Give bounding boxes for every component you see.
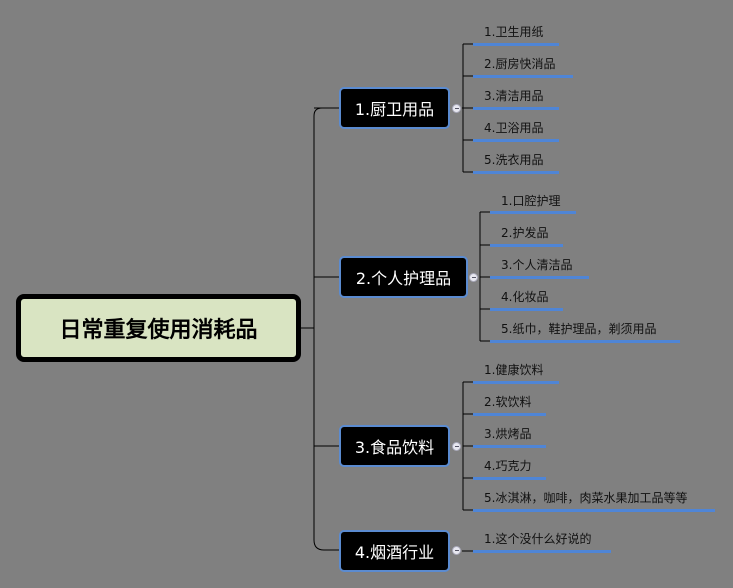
subtopic-underline — [473, 477, 546, 480]
subtopic[interactable]: 1.这个没什么好说的 — [484, 532, 592, 546]
subtopic[interactable]: 4.巧克力 — [484, 459, 532, 473]
collapse-icon[interactable] — [452, 442, 461, 451]
subtopic-underline — [490, 211, 576, 214]
subtopic-underline — [473, 445, 546, 448]
subtopic[interactable]: 1.健康饮料 — [484, 363, 544, 377]
subtopic-underline — [490, 244, 563, 247]
subtopic[interactable]: 4.化妆品 — [501, 290, 549, 304]
collapse-icon[interactable] — [452, 104, 461, 113]
branch-topic-label: 2.个人护理品 — [355, 269, 452, 288]
subtopic[interactable]: 5.纸巾，鞋护理品，剃须用品 — [501, 322, 657, 336]
subtopic-underline — [473, 381, 559, 384]
subtopic-underline — [473, 139, 559, 142]
subtopic-underline — [490, 340, 680, 343]
subtopic[interactable]: 3.烘烤品 — [484, 427, 532, 441]
subtopic[interactable]: 3.清洁用品 — [484, 89, 544, 103]
subtopic-underline — [473, 509, 715, 512]
subtopic[interactable]: 5.冰淇淋，咖啡，肉菜水果加工品等等 — [484, 491, 688, 505]
branch-topic-label: 3.食品饮料 — [354, 438, 435, 457]
subtopic-underline — [490, 276, 589, 279]
branch-topic-3[interactable]: 3.食品饮料 — [339, 425, 450, 467]
subtopic-underline — [473, 171, 559, 174]
subtopic-underline — [473, 75, 573, 78]
subtopic[interactable]: 1.卫生用纸 — [484, 25, 544, 39]
subtopic[interactable]: 3.个人清洁品 — [501, 258, 573, 272]
branch-topic-2[interactable]: 2.个人护理品 — [339, 256, 468, 298]
subtopic-underline — [473, 43, 559, 46]
subtopic[interactable]: 2.护发品 — [501, 226, 549, 240]
subtopic[interactable]: 2.厨房快消品 — [484, 57, 556, 71]
subtopic-underline — [473, 107, 559, 110]
subtopic-underline — [473, 550, 611, 553]
subtopic-underline — [490, 308, 563, 311]
root-topic-label: 日常重复使用消耗品 — [59, 318, 258, 343]
root-topic[interactable]: 日常重复使用消耗品 — [16, 294, 301, 362]
branch-topic-label: 4.烟酒行业 — [354, 543, 435, 562]
branch-topic-label: 1.厨卫用品 — [354, 100, 435, 119]
subtopic[interactable]: 5.洗衣用品 — [484, 153, 544, 167]
branch-topic-4[interactable]: 4.烟酒行业 — [339, 530, 450, 572]
branch-topic-1[interactable]: 1.厨卫用品 — [339, 87, 450, 129]
subtopic-underline — [473, 413, 546, 416]
subtopic[interactable]: 4.卫浴用品 — [484, 121, 544, 135]
collapse-icon[interactable] — [469, 273, 478, 282]
collapse-icon[interactable] — [452, 546, 461, 555]
subtopic[interactable]: 1.口腔护理 — [501, 194, 561, 208]
subtopic[interactable]: 2.软饮料 — [484, 395, 532, 409]
